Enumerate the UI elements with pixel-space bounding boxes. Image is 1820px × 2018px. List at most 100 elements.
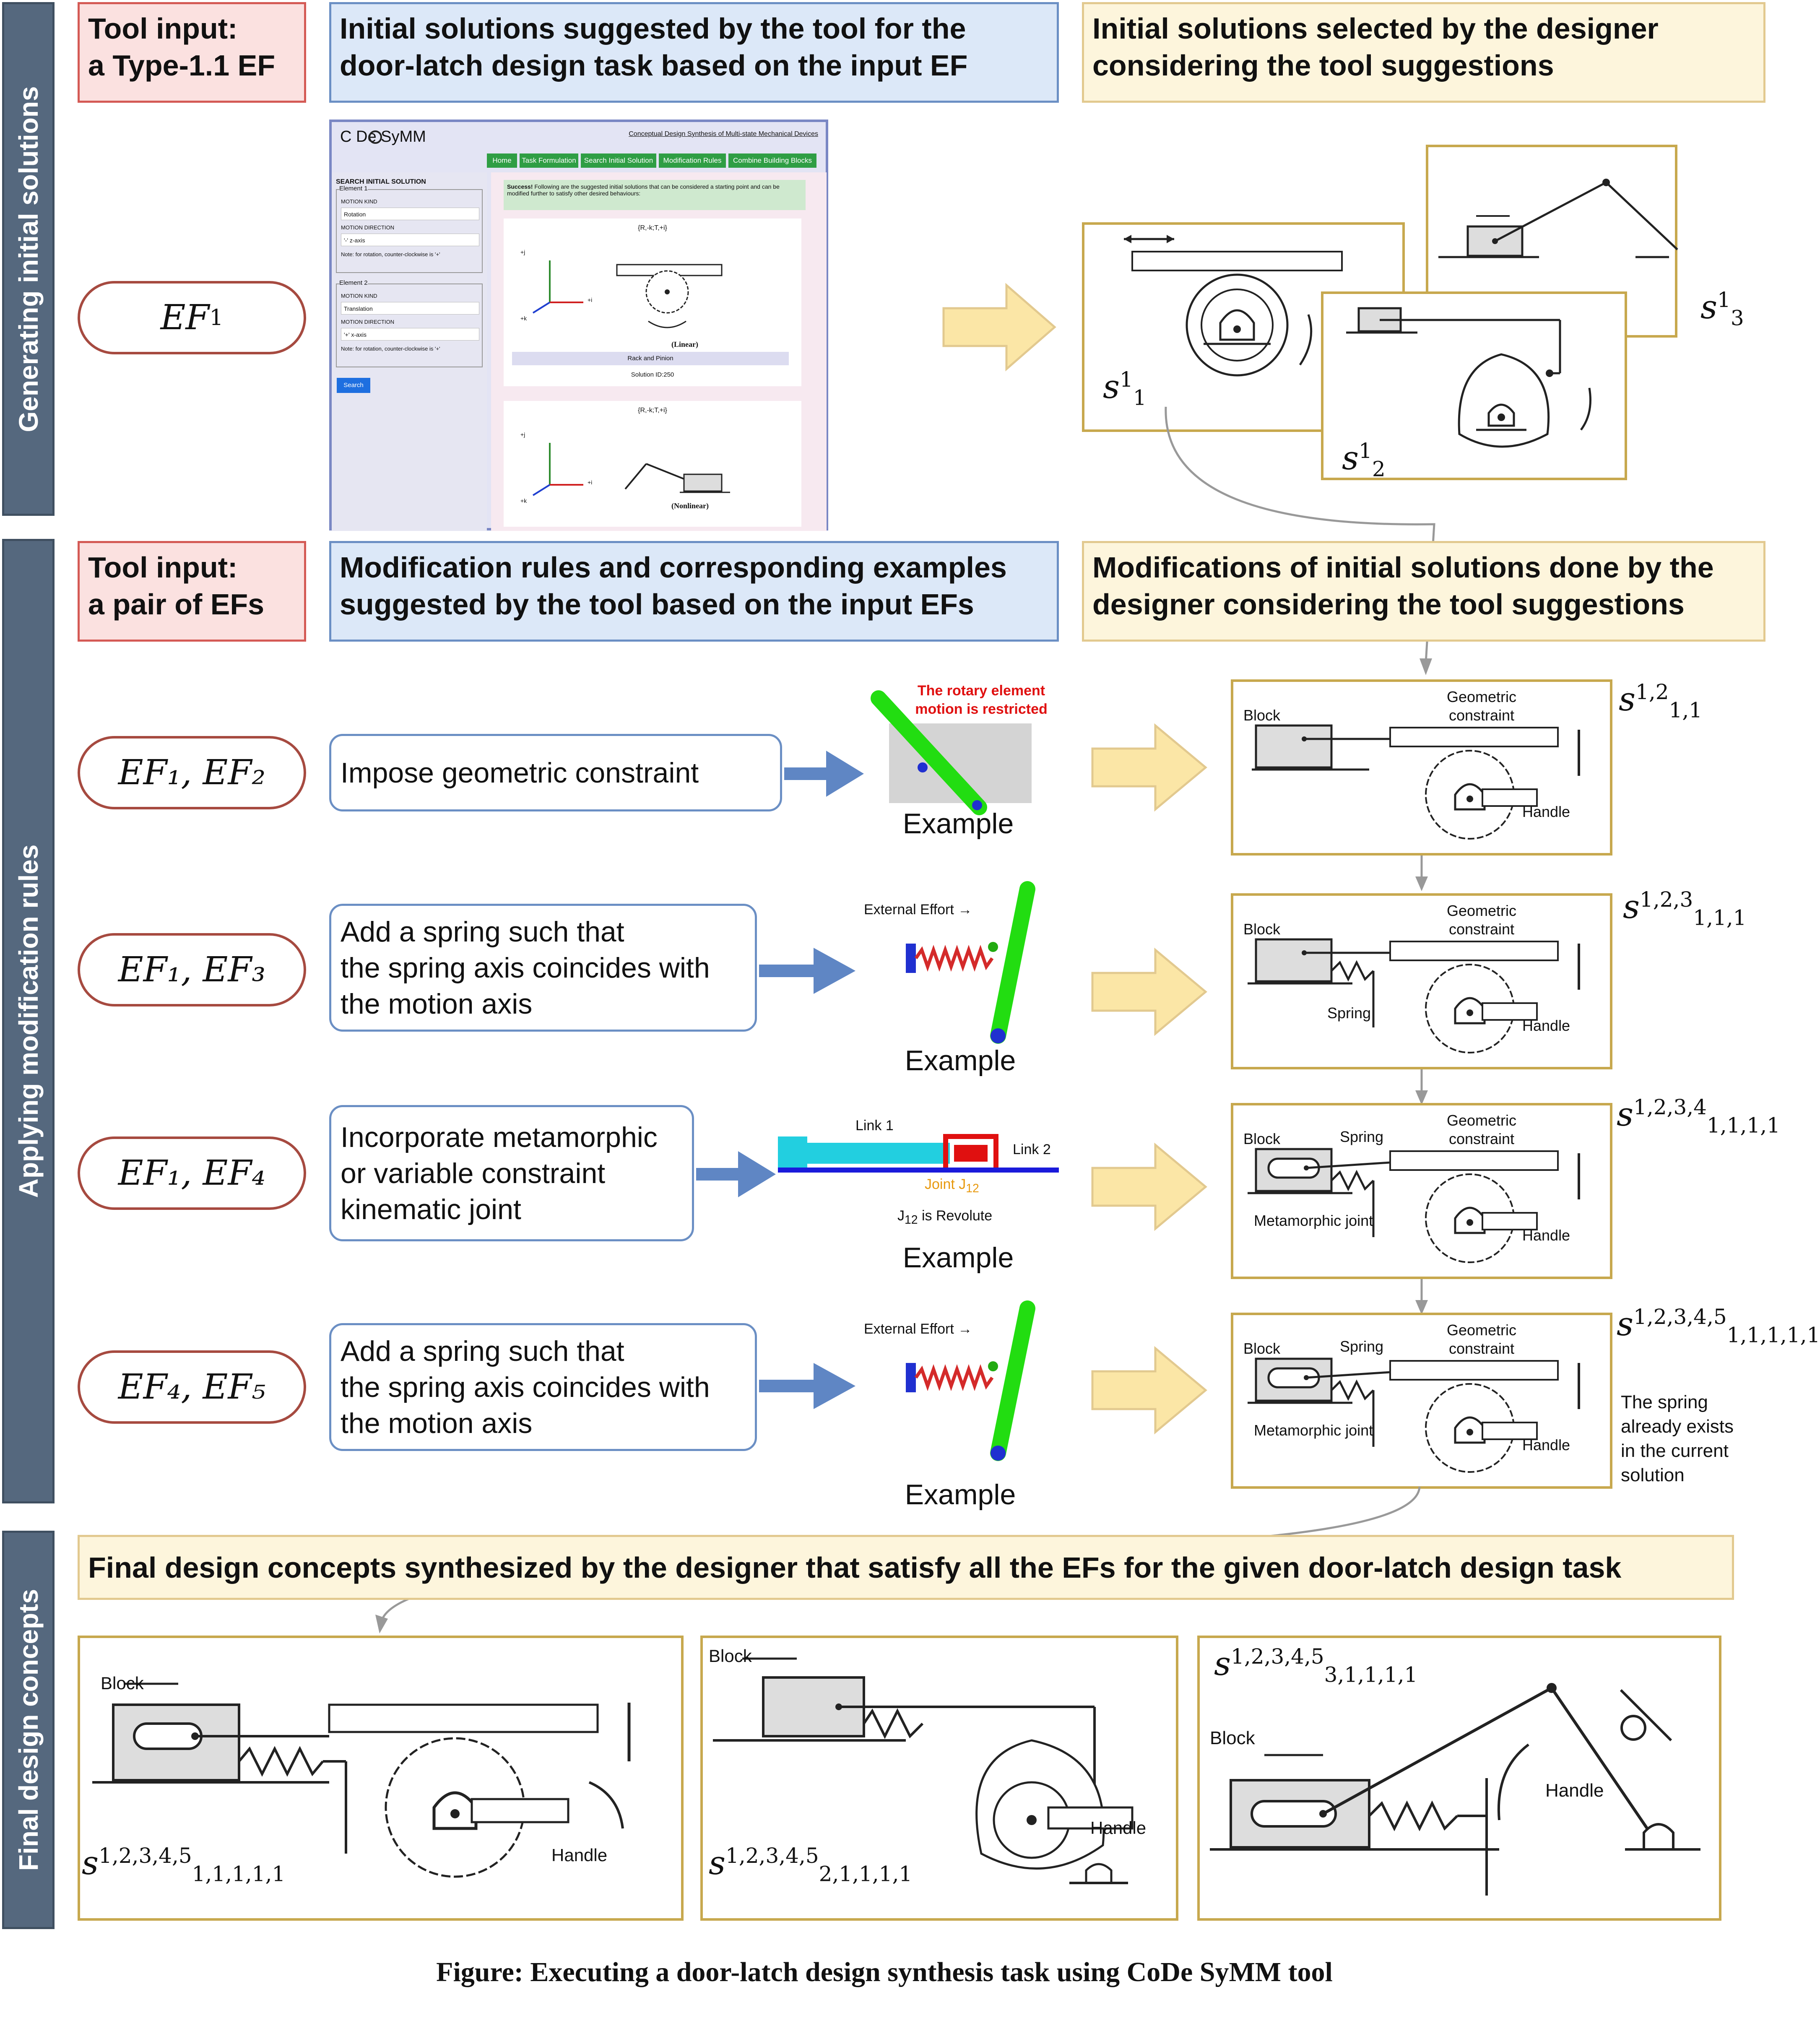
modifications-header: Modifications of initial solutions done … xyxy=(1082,541,1765,642)
note-1: Note: for rotation, counter-clockwise is… xyxy=(341,251,440,257)
nav-task-formulation[interactable]: Task Formulation xyxy=(520,153,578,168)
ef-pill-row3: EF₁, EF₄ xyxy=(78,1136,306,1210)
success-text: Following are the suggested initial solu… xyxy=(507,183,780,197)
final2-handle-label: Handle xyxy=(1090,1818,1147,1838)
motion-direction-label-2: MOTION DIRECTION xyxy=(341,319,395,325)
success-alert: Success! Following are the suggested ini… xyxy=(504,180,806,210)
card2-tag: (Nonlinear) xyxy=(671,502,709,510)
search-heading: SEARCH INITIAL SOLUTION xyxy=(336,178,426,185)
card1-id: Solution ID:250 xyxy=(631,371,674,378)
handle-label-2: Handle xyxy=(1522,1017,1570,1034)
nav-search-initial[interactable]: Search Initial Solution xyxy=(581,153,656,168)
card2-axis-i: +i xyxy=(588,479,593,486)
handle-label-3: Handle xyxy=(1522,1227,1570,1244)
metamorphic-label-3: Metamorphic joint xyxy=(1254,1212,1373,1229)
final1-sym: s1,2,3,4,51,1,1,1,1 xyxy=(82,1844,286,1886)
tool-input-header-2: Tool input: a pair of EFs xyxy=(78,541,306,642)
final1-handle-label: Handle xyxy=(551,1845,608,1865)
final3-handle-label: Handle xyxy=(1545,1780,1604,1801)
yellow-arrow-row3 xyxy=(1091,1142,1207,1231)
geometric-label-2: Geometric constraint xyxy=(1447,902,1517,938)
handle-label-1: Handle xyxy=(1522,803,1570,820)
blue-arrow-row3 xyxy=(696,1151,776,1197)
rule-box-row1: Impose geometric constraint xyxy=(329,734,782,811)
e2-kind-select[interactable]: Translation xyxy=(341,302,479,315)
card1-axis-i: +i xyxy=(588,296,593,303)
down-arrow-3 xyxy=(1415,1279,1428,1315)
mod-solution-4 xyxy=(1231,1313,1612,1489)
mod-solution-1 xyxy=(1231,679,1612,856)
sidebar-generating: Generating initial solutions xyxy=(2,2,55,516)
block-label-1: Block xyxy=(1243,707,1281,724)
example-label-row4: Example xyxy=(905,1479,1016,1511)
s2-sub: 2 xyxy=(1372,457,1386,481)
mod1-sup: 1,2 xyxy=(1635,680,1669,704)
final1-sub: 1,1,1,1,1 xyxy=(192,1862,286,1886)
ef-pill-row2: EF₁, EF₃ xyxy=(78,933,306,1006)
rule-box-row4: Add a spring such that the spring axis c… xyxy=(329,1323,757,1451)
block-label-4: Block xyxy=(1243,1340,1281,1357)
ef1-sub: 1 xyxy=(209,305,224,330)
success-bold: Success! xyxy=(507,183,533,190)
search-button[interactable]: Search xyxy=(337,378,370,393)
s2-sym: s xyxy=(1342,439,1359,477)
revolute-sub: 12 xyxy=(905,1213,918,1227)
handle-label-4: Handle xyxy=(1522,1436,1570,1454)
mod3-sup: 1,2,3,4 xyxy=(1633,1095,1707,1119)
external-effort-row4: External Effort → xyxy=(864,1321,972,1337)
figure-caption: Figure: Executing a door-latch design sy… xyxy=(436,1957,1333,1987)
mod4-sup: 1,2,3,4,5 xyxy=(1633,1305,1727,1329)
rules-header: Modification rules and corresponding exa… xyxy=(329,541,1059,642)
element1-group: Element 1 MOTION KIND Rotation MOTION DI… xyxy=(336,185,483,273)
final2-sym: s1,2,3,4,52,1,1,1,1 xyxy=(709,1844,913,1886)
nav-home[interactable]: Home xyxy=(487,153,517,168)
example-row3 xyxy=(778,1134,1059,1173)
e1-kind-select[interactable]: Rotation xyxy=(341,208,479,220)
connector-curve-1 xyxy=(1165,406,1435,675)
mod-solution-2-label: s1,2,31,1,1 xyxy=(1623,887,1747,930)
ef-pill-row1: EF₁, EF₂ xyxy=(78,736,306,809)
s2-sup: 1 xyxy=(1359,439,1372,463)
yellow-arrow-row1 xyxy=(1091,723,1207,812)
final3-block-label: Block xyxy=(1210,1728,1255,1748)
final3-sym: s1,2,3,4,53,1,1,1,1 xyxy=(1214,1644,1418,1687)
motion-kind-label-1: MOTION KIND xyxy=(341,198,377,205)
mod-solution-3-label: s1,2,3,41,1,1,1 xyxy=(1617,1095,1780,1138)
nav-modification-rules[interactable]: Modification Rules xyxy=(659,153,726,168)
final1-block-label: Block xyxy=(101,1673,144,1693)
blue-arrow-row2 xyxy=(759,948,855,994)
mod-solution-4-label: s1,2,3,4,51,1,1,1,1 xyxy=(1617,1305,1820,1347)
final2-block-label: Block xyxy=(709,1646,752,1666)
initial-suggested-header: Initial solutions suggested by the tool … xyxy=(329,2,1059,103)
spring-label-4: Spring xyxy=(1340,1338,1384,1355)
spring-label-2: Spring xyxy=(1327,1004,1371,1022)
note-2: Note: for rotation, counter-clockwise is… xyxy=(341,346,440,352)
s1-sup: 1 xyxy=(1120,367,1133,392)
nav-combine-blocks[interactable]: Combine Building Blocks xyxy=(728,153,816,168)
motion-kind-label-2: MOTION KIND xyxy=(341,293,377,299)
final3-sub: 3,1,1,1,1 xyxy=(1324,1662,1418,1687)
card1-code: {R,-k;T,+i} xyxy=(638,224,667,231)
solution-s1-label: s11 xyxy=(1103,369,1147,408)
mod1-sub: 1,1 xyxy=(1669,698,1703,723)
mod2-sub: 1,1,1 xyxy=(1693,905,1747,930)
yellow-arrow-1 xyxy=(942,283,1056,372)
initial-selected-header: Initial solutions selected by the design… xyxy=(1082,2,1765,103)
sidebar-final-label: Final design concepts xyxy=(13,1589,44,1871)
geometric-label-4: Geometric constraint xyxy=(1447,1321,1517,1357)
blue-arrow-row4 xyxy=(759,1363,855,1409)
block-label-2: Block xyxy=(1243,921,1281,938)
card1-tag: (Linear) xyxy=(671,340,698,348)
down-arrow-2 xyxy=(1415,1069,1428,1105)
element2-group: Element 2 MOTION KIND Translation MOTION… xyxy=(336,279,483,367)
tool-screenshot: C De SyMM Conceptual Design Synthesis of… xyxy=(329,120,828,531)
sidebar-generating-label: Generating initial solutions xyxy=(13,86,44,432)
e1-direction-select[interactable]: '-' z-axis xyxy=(341,234,479,246)
example-label-row3: Example xyxy=(902,1242,1014,1274)
sidebar-applying: Applying modification rules xyxy=(2,539,55,1503)
e2-direction-select[interactable]: '+' x-axis xyxy=(341,328,479,341)
solution-card-2: {R,-k;T,+i} +j +i +k (Nonlinear) xyxy=(504,401,801,527)
card1-axis-j: +j xyxy=(520,249,525,255)
card1-drawing xyxy=(532,260,723,328)
